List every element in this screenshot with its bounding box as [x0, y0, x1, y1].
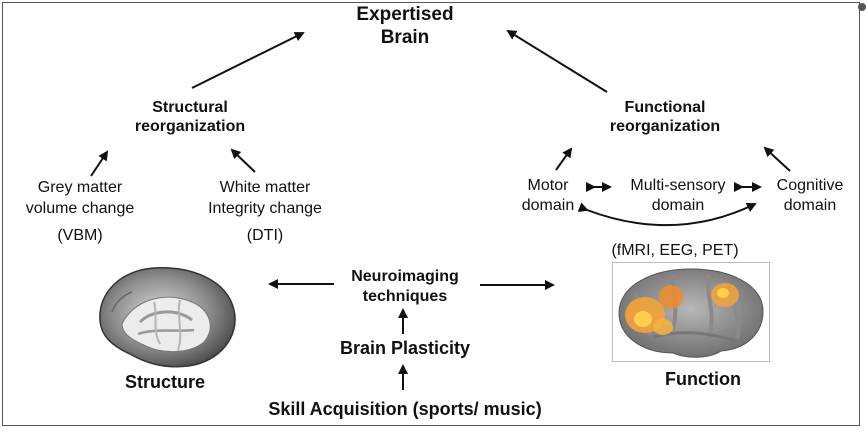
diagram-frame — [2, 2, 860, 426]
skill-acquisition: Skill Acquisition (sports/ music) — [268, 399, 542, 419]
function-brain-image — [618, 268, 764, 358]
functional-line-1: Functional — [624, 99, 706, 116]
structure-label: Structure — [124, 372, 205, 392]
white-matter-method: (DTI) — [246, 226, 284, 244]
arrow-functional-to-brain — [506, 29, 608, 93]
arrow-grey-to-structural — [90, 150, 109, 177]
arrow-structural-to-brain — [191, 32, 305, 89]
motor-line-1: Motor — [527, 177, 569, 194]
multisensory-line-2: domain — [651, 197, 705, 214]
function-brain-frame — [612, 262, 770, 362]
cognitive-line-1: Cognitive — [776, 177, 844, 194]
neuroimaging-line-2: techniques — [362, 288, 448, 305]
title-line-1: Expertised — [356, 4, 454, 25]
multisensory-domain: Multi-sensory domain — [608, 176, 748, 216]
functional-reorganization: Functional reorganization — [570, 98, 760, 136]
corner-marker — [858, 3, 866, 11]
functional-methods: (fMRI, EEG, PET) — [611, 242, 739, 259]
expertised-brain-title: Expertised Brain — [330, 4, 480, 50]
grey-matter-line-1: Grey matter — [37, 179, 123, 196]
function-label: Function — [665, 369, 741, 389]
brain-plasticity: Brain Plasticity — [339, 338, 471, 358]
grey-matter-box: Grey matter volume change (VBM) — [0, 178, 160, 246]
arrow-cognitive-to-functional — [763, 146, 791, 172]
cognitive-line-2: domain — [783, 197, 837, 214]
white-matter-box: White matter Integrity change (DTI) — [185, 178, 345, 246]
structure-brain-image — [99, 267, 236, 368]
motor-line-2: domain — [521, 197, 575, 214]
arrow-motor-cognitive-curve — [577, 202, 757, 227]
functional-line-2: reorganization — [609, 118, 721, 136]
structural-reorganization: Structural reorganization — [100, 98, 280, 136]
cognitive-domain: Cognitive domain — [760, 176, 860, 216]
neuroimaging-techniques: Neuroimaging techniques — [325, 267, 485, 307]
neuroimaging-line-1: Neuroimaging — [351, 268, 459, 285]
white-matter-line-2: Integrity change — [208, 199, 322, 217]
structural-line-2: reorganization — [134, 118, 246, 136]
title-line-2: Brain — [380, 26, 430, 48]
grey-matter-method: (VBM) — [57, 226, 103, 244]
motor-domain: Motor domain — [508, 176, 588, 216]
arrow-white-to-structural — [230, 148, 256, 173]
arrow-motor-to-functional — [555, 147, 573, 171]
white-matter-line-1: White matter — [219, 179, 311, 196]
multisensory-line-1: Multi-sensory — [630, 177, 726, 194]
structural-line-1: Structural — [152, 99, 228, 116]
grey-matter-line-2: volume change — [25, 199, 135, 217]
